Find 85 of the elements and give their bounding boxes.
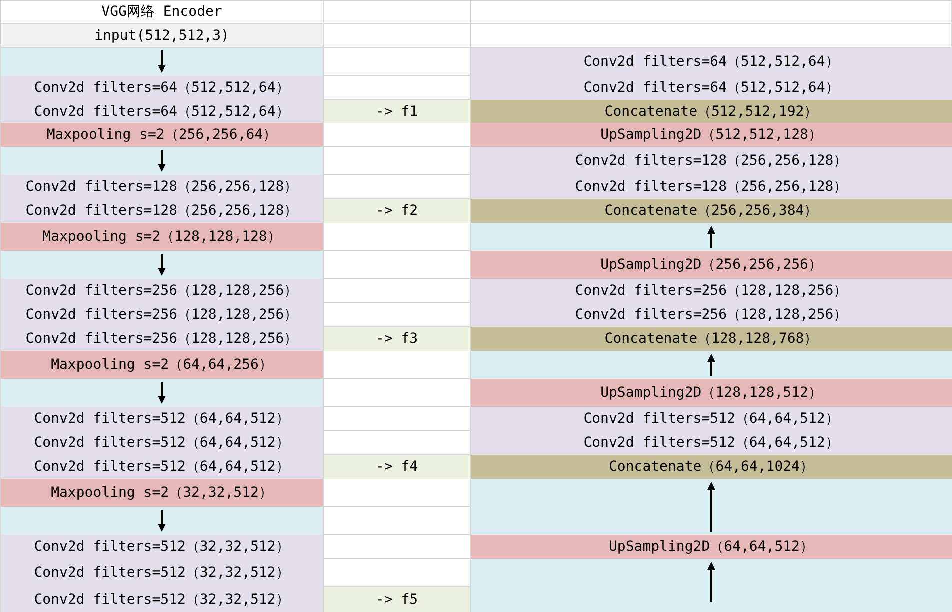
conv-layer-label: Conv2d filters=128（256,256,128） xyxy=(26,204,298,218)
conv-layer-label: Conv2d filters=256（128,128,256） xyxy=(26,308,298,322)
conv-layer-label: Conv2d filters=256（128,128,256） xyxy=(575,308,848,322)
conv-layer-row xyxy=(1,175,323,199)
conv-layer-row xyxy=(1,279,323,303)
conv-layer-label: Conv2d filters=512（64,64,512） xyxy=(34,460,290,474)
conv-layer-row xyxy=(471,407,952,431)
feature-output-row xyxy=(324,199,470,223)
conv-layer-label: Conv2d filters=512（64,64,512） xyxy=(584,412,840,426)
flow-arrow xyxy=(708,562,716,602)
concat-layer-label: Concatenate（256,256,384） xyxy=(604,204,818,218)
feature-output-row xyxy=(324,327,470,351)
conv-layer-label: Conv2d filters=512（32,32,512） xyxy=(34,540,290,554)
maxpool-layer-row xyxy=(1,123,323,147)
conv-layer-label: Conv2d filters=64（512,512,64） xyxy=(34,104,290,118)
concat-layer-row xyxy=(471,327,952,351)
conv-layer-row xyxy=(471,76,952,100)
upsampling-layer-label: UpSampling2D（64,64,512） xyxy=(608,540,814,554)
flow-arrow xyxy=(708,482,716,532)
feature-output-label: -> f5 xyxy=(376,592,418,606)
upsampling-layer-label: UpSampling2D（256,256,256） xyxy=(600,258,822,272)
conv-layer-row xyxy=(1,455,323,479)
feature-output-label: -> f2 xyxy=(376,204,418,218)
concat-layer-row xyxy=(471,199,952,223)
feature-output-label: -> f3 xyxy=(376,332,418,346)
maxpool-layer-row xyxy=(1,479,323,507)
conv-layer-label: Conv2d filters=128（256,256,128） xyxy=(575,180,848,194)
conv-layer-label: Conv2d filters=512（64,64,512） xyxy=(34,412,290,426)
conv-layer-row xyxy=(471,279,952,303)
conv-layer-row xyxy=(1,407,323,431)
maxpool-layer-label: Maxpooling s=2（128,128,128） xyxy=(42,230,282,244)
conv-layer-row xyxy=(1,100,323,123)
feature-output-row xyxy=(324,100,470,123)
conv-layer-label: Conv2d filters=512（64,64,512） xyxy=(584,436,840,450)
maxpool-layer-label: Maxpooling s=2（256,256,64） xyxy=(46,128,278,142)
conv-layer-label: Conv2d filters=512（64,64,512） xyxy=(34,436,290,450)
maxpool-layer-row xyxy=(1,351,323,379)
conv-layer-row xyxy=(1,76,323,100)
conv-layer-row xyxy=(1,587,323,612)
input-shape-label: input(512,512,3) xyxy=(94,28,230,42)
concat-layer-label: Concatenate（128,128,768） xyxy=(604,332,818,346)
conv-layer-row xyxy=(471,431,952,455)
concat-layer-label: Concatenate（64,64,1024） xyxy=(608,460,814,474)
flow-arrow xyxy=(158,254,166,276)
conv-layer-row xyxy=(471,175,952,199)
feature-output-label: -> f1 xyxy=(376,104,418,118)
maxpool-layer-label: Maxpooling s=2（64,64,256） xyxy=(51,358,273,372)
flow-arrow xyxy=(708,226,716,248)
conv-layer-label: Conv2d filters=512（32,32,512） xyxy=(34,592,290,606)
conv-layer-label: Conv2d filters=128（256,256,128） xyxy=(575,154,848,168)
flow-arrow xyxy=(158,150,166,172)
conv-layer-row xyxy=(1,199,323,223)
conv-layer-row xyxy=(471,303,952,327)
feature-output-row xyxy=(324,455,470,479)
upsampling-layer-row xyxy=(471,251,952,279)
conv-layer-row xyxy=(471,48,952,76)
conv-layer-row xyxy=(1,535,323,559)
upsampling-layer-row xyxy=(471,379,952,407)
conv-layer-label: Conv2d filters=64（512,512,64） xyxy=(584,55,840,69)
input-shape-row xyxy=(1,24,323,47)
upsampling-layer-label: UpSampling2D（128,128,512） xyxy=(600,386,822,400)
upsampling-layer-label: UpSampling2D（512,512,128） xyxy=(600,128,822,142)
conv-layer-label: Conv2d filters=64（512,512,64） xyxy=(34,81,290,95)
conv-layer-row xyxy=(471,147,952,175)
conv-layer-label: Conv2d filters=256（128,128,256） xyxy=(575,284,848,298)
maxpool-layer-label: Maxpooling s=2（32,32,512） xyxy=(51,486,273,500)
conv-layer-label: Conv2d filters=128（256,256,128） xyxy=(26,180,298,194)
concat-layer-label: Concatenate（512,512,192） xyxy=(604,104,818,118)
upsampling-layer-row xyxy=(471,535,952,559)
conv-layer-label: Conv2d filters=512（32,32,512） xyxy=(34,566,290,580)
flow-arrow xyxy=(158,510,166,532)
concat-layer-row xyxy=(471,100,952,123)
conv-layer-label: Conv2d filters=256（128,128,256） xyxy=(26,284,298,298)
conv-layer-label: Conv2d filters=256（128,128,256） xyxy=(26,332,298,346)
feature-output-row xyxy=(324,587,470,612)
concat-layer-row xyxy=(471,455,952,479)
conv-layer-row xyxy=(1,327,323,351)
conv-layer-label: Conv2d filters=64（512,512,64） xyxy=(584,81,840,95)
upsampling-layer-row xyxy=(471,123,952,147)
maxpool-layer-row xyxy=(1,223,323,251)
feature-output-label: -> f4 xyxy=(376,460,418,474)
flow-arrow xyxy=(158,382,166,404)
flow-arrow xyxy=(158,50,166,73)
table-title: VGG网络 Encoder xyxy=(102,5,222,19)
flow-arrow xyxy=(708,354,716,376)
